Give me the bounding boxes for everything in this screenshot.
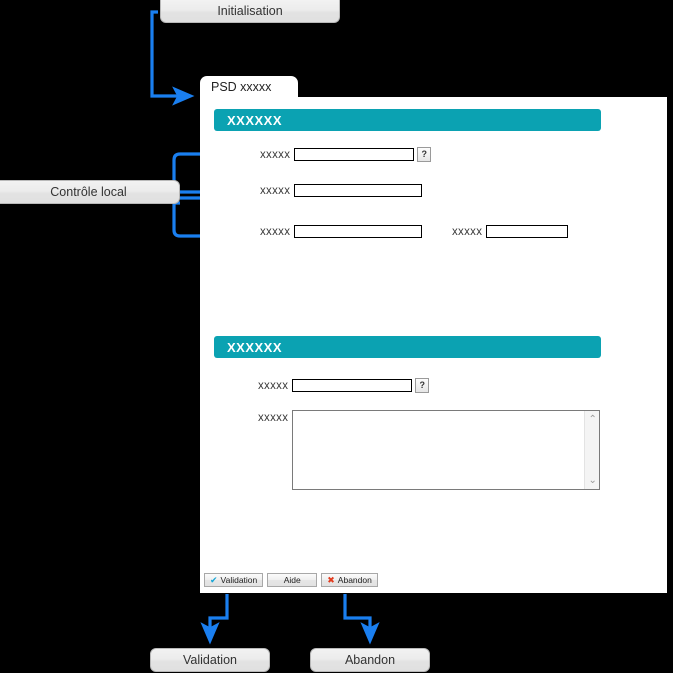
section-header-1-label: XXXXXX <box>227 112 283 128</box>
tab-psd-label: PSD xxxxx <box>211 80 272 94</box>
callout-initialisation-label: Initialisation <box>217 4 283 18</box>
chevron-up-icon[interactable]: ⌃ <box>588 413 597 425</box>
comment-textarea-body[interactable] <box>293 411 585 489</box>
form-row-3: xxxxx <box>260 225 423 238</box>
textarea-scrollbar[interactable]: ⌃ ⌄ <box>584 411 600 489</box>
aide-button[interactable]: Aide <box>267 573 318 587</box>
validation-button-label: Validation <box>220 575 258 585</box>
form-row-3b: xxxxx <box>452 225 569 238</box>
form-row-2: xxxxx <box>260 184 423 197</box>
form-row-1: xxxxx ? <box>260 147 432 162</box>
abandon-button-label: Abandon <box>337 575 372 585</box>
callout-validation-label: Validation <box>183 653 237 667</box>
button-bar: ✔ Validation Aide ✖ Abandon <box>204 573 378 587</box>
form-row-4: xxxxx ? <box>258 378 430 393</box>
field-5-input[interactable] <box>292 379 413 392</box>
check-icon: ✔ <box>210 574 218 585</box>
callout-controle-local-label: Contrôle local <box>50 185 127 199</box>
field-1-input[interactable] <box>294 148 415 161</box>
tab-psd[interactable]: PSD xxxxx <box>200 76 298 99</box>
chevron-down-icon[interactable]: ⌄ <box>588 474 597 486</box>
callout-abandon-label: Abandon <box>344 653 396 667</box>
callout-validation: Validation <box>150 648 270 672</box>
callout-controle-local: Contrôle local <box>0 180 180 204</box>
section-header-1: XXXXXX <box>214 109 601 131</box>
abandon-button[interactable]: ✖ Abandon <box>321 573 378 587</box>
field-5-label: xxxxx <box>258 379 289 392</box>
comment-textarea[interactable]: ⌃ ⌄ <box>292 410 601 490</box>
callout-initialisation: Initialisation <box>160 0 340 23</box>
form-row-textarea: xxxxx ⌃ ⌄ <box>258 410 601 490</box>
cross-icon: ✖ <box>327 574 335 585</box>
help-icon-2[interactable]: ? <box>415 378 430 393</box>
field-2-label: xxxxx <box>260 184 291 197</box>
field-4-label: xxxxx <box>452 225 483 238</box>
help-icon-1[interactable]: ? <box>417 147 432 162</box>
field-3-label: xxxxx <box>260 225 291 238</box>
field-3-input[interactable] <box>294 225 423 238</box>
textarea-label: xxxxx <box>258 412 289 424</box>
section-header-2-label: XXXXXX <box>227 339 283 355</box>
field-2-input[interactable] <box>294 184 423 197</box>
aide-button-label: Aide <box>283 575 301 585</box>
section-header-2: XXXXXX <box>214 336 601 358</box>
field-4-input[interactable] <box>486 225 569 238</box>
field-1-label: xxxxx <box>260 148 291 161</box>
validation-button[interactable]: ✔ Validation <box>204 573 264 587</box>
callout-abandon: Abandon <box>310 648 430 672</box>
form-panel: XXXXXX xxxxx ? xxxxx xxxxx xxxxx XXXXXX <box>200 97 667 593</box>
